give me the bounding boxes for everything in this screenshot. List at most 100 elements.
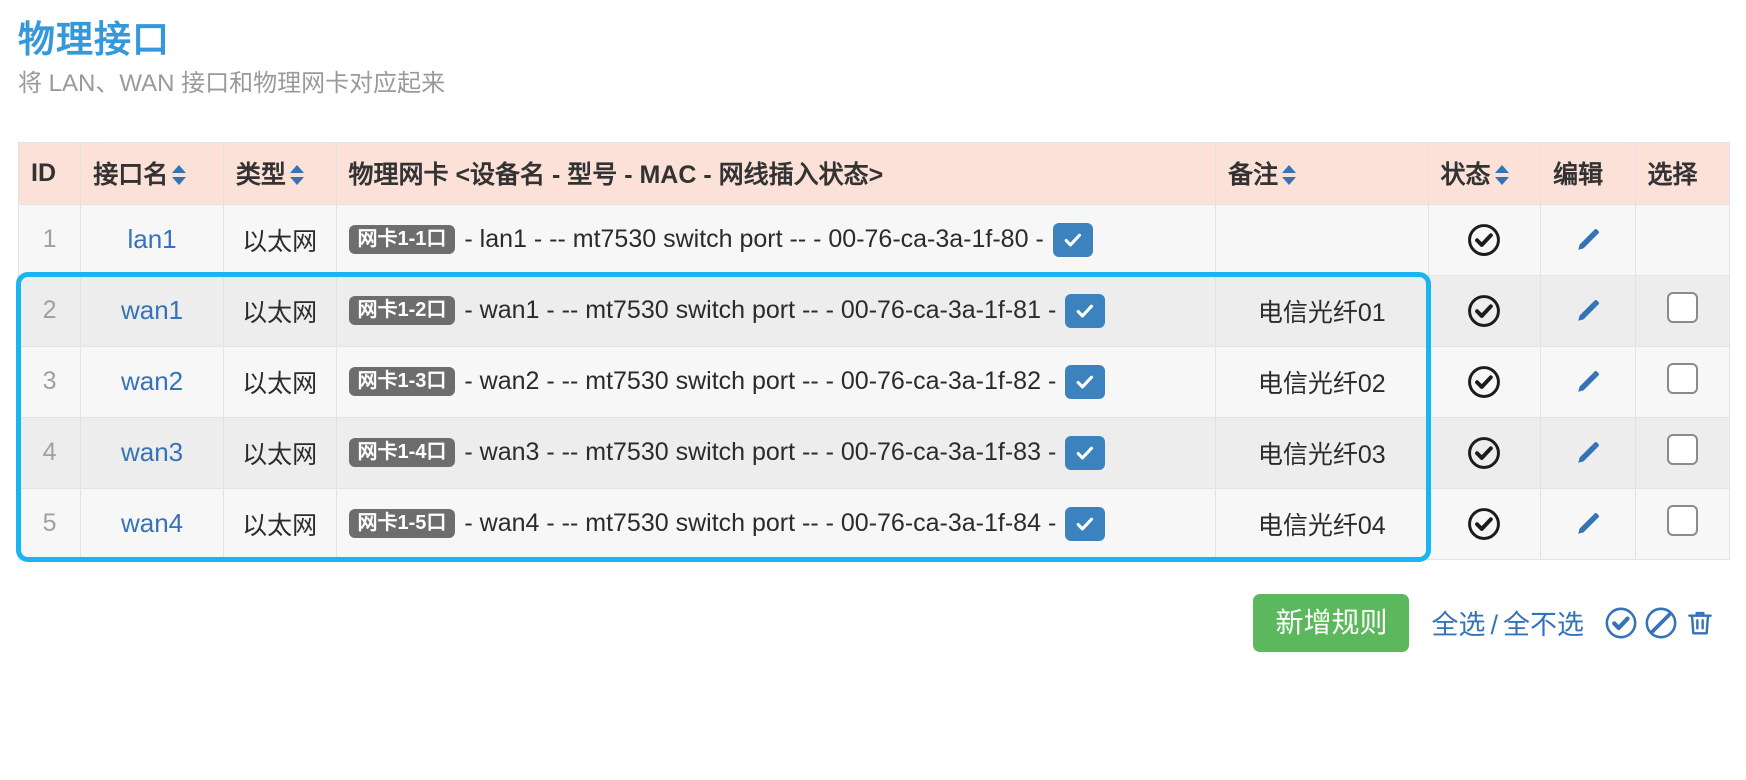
cell-interface-name: wan4: [80, 487, 224, 560]
selection-links: 全选/全不选: [1431, 603, 1584, 642]
edit-pencil-icon[interactable]: [1553, 438, 1622, 468]
select-none-link[interactable]: 全不选: [1503, 610, 1584, 641]
column-header-type-label: 类型: [235, 161, 286, 190]
column-header-remark[interactable]: 备注: [1215, 141, 1429, 205]
cable-plugged-checkbox[interactable]: [1065, 293, 1106, 328]
cable-plugged-checkbox[interactable]: [1052, 222, 1093, 257]
row-select-checkbox[interactable]: [1666, 362, 1698, 394]
row-select-checkbox[interactable]: [1666, 433, 1698, 465]
trash-icon[interactable]: [1684, 606, 1716, 640]
nic-description-text: - wan4 - -- mt7530 switch port -- - 00-7…: [464, 509, 1057, 538]
footer-action-icons: [1604, 606, 1716, 640]
interface-name-link[interactable]: wan1: [120, 295, 184, 326]
interface-name-link[interactable]: wan3: [120, 437, 184, 468]
nic-port-badge: 网卡1-3口: [348, 367, 456, 397]
cell-edit: [1540, 487, 1636, 560]
column-header-id-label: ID: [31, 158, 56, 187]
column-header-name-label: 接口名: [93, 161, 169, 190]
nic-description-text: - lan1 - -- mt7530 switch port -- - 00-7…: [464, 225, 1044, 254]
table-footer: 新增规则 全选/全不选: [16, 593, 1730, 652]
table-row: 4 wan3 以太网网卡1-4口 - wan3 - -- mt7530 switch …: [17, 416, 1731, 489]
edit-pencil-icon[interactable]: [1553, 509, 1622, 539]
cell-status: [1427, 203, 1542, 276]
cell-physical-nic: 网卡1-1口- lan1 - -- mt7530 switch port -- …: [335, 203, 1217, 276]
sort-arrows-icon[interactable]: [1494, 163, 1510, 187]
cell-interface-name: wan1: [80, 274, 224, 347]
selection-links-separator: /: [1490, 610, 1498, 641]
edit-pencil-icon[interactable]: [1553, 367, 1622, 397]
interface-name-link[interactable]: wan2: [120, 366, 184, 397]
edit-pencil-icon[interactable]: [1553, 225, 1622, 255]
status-enabled-icon[interactable]: [1441, 223, 1529, 257]
interface-name-link[interactable]: wan4: [120, 508, 184, 539]
cell-remark: [1215, 203, 1429, 276]
cell-interface-name: wan2: [80, 345, 224, 418]
column-header-nic-label: 物理网卡 <设备名 - 型号 - MAC - 网线插入状态>: [348, 161, 884, 190]
sort-arrows-icon[interactable]: [171, 163, 187, 187]
interface-table: ID 接口名 类型 物理网卡 <设备名 - 型号 - MAC - 网线插入状态>…: [17, 141, 1731, 560]
cell-select: [1634, 487, 1731, 560]
cell-edit: [1540, 203, 1636, 276]
cell-status: [1427, 487, 1542, 560]
nic-port-badge: 网卡1-2口: [348, 296, 456, 326]
status-enabled-icon[interactable]: [1441, 436, 1529, 470]
page-title: 物理接口: [18, 19, 170, 60]
cell-type: 以太网: [222, 203, 337, 276]
cable-plugged-checkbox[interactable]: [1065, 506, 1106, 541]
column-header-id: ID: [17, 141, 82, 205]
cable-plugged-checkbox[interactable]: [1065, 435, 1106, 470]
table-header: ID 接口名 类型 物理网卡 <设备名 - 型号 - MAC - 网线插入状态>…: [17, 141, 1731, 205]
row-select-checkbox[interactable]: [1666, 291, 1698, 323]
status-enabled-icon[interactable]: [1441, 294, 1529, 328]
sort-arrows-icon[interactable]: [1281, 163, 1297, 187]
cell-interface-name: wan3: [80, 416, 224, 489]
cell-edit: [1540, 274, 1636, 347]
cell-remark: 电信光纤03: [1215, 416, 1429, 489]
interface-name-link[interactable]: lan1: [127, 224, 177, 255]
cell-status: [1427, 274, 1542, 347]
column-header-name[interactable]: 接口名: [80, 141, 224, 205]
nic-description-text: - wan3 - -- mt7530 switch port -- - 00-7…: [464, 438, 1057, 467]
interface-table-wrap: ID 接口名 类型 物理网卡 <设备名 - 型号 - MAC - 网线插入状态>…: [15, 141, 1731, 563]
cable-plugged-checkbox[interactable]: [1065, 364, 1106, 399]
cell-edit: [1540, 345, 1636, 418]
nic-port-badge: 网卡1-4口: [348, 438, 456, 468]
row-select-checkbox[interactable]: [1666, 504, 1698, 536]
cell-id: 1: [17, 203, 82, 276]
cell-select: [1634, 274, 1731, 347]
add-rule-button[interactable]: 新增规则: [1253, 593, 1410, 652]
cell-physical-nic: 网卡1-4口 - wan3 - -- mt7530 switch port -- …: [335, 416, 1217, 489]
table-row: 2 wan1 以太网网卡1-2口 - wan1 - -- mt7530 switch …: [17, 274, 1731, 347]
cell-select: [1634, 416, 1731, 489]
cell-id: 4: [17, 416, 82, 489]
table-row: 1 lan1 以太网网卡1-1口- lan1 - -- mt7530 switch …: [17, 203, 1731, 276]
cell-interface-name: lan1: [80, 203, 224, 276]
cell-type: 以太网: [222, 487, 337, 560]
edit-pencil-icon[interactable]: [1553, 296, 1622, 326]
nic-description-text: - wan2 - -- mt7530 switch port -- - 00-7…: [464, 367, 1057, 396]
cell-id: 2: [17, 274, 82, 347]
cell-select: [1634, 345, 1731, 418]
nic-description-text: - wan1 - -- mt7530 switch port -- - 00-7…: [464, 296, 1057, 325]
column-header-status[interactable]: 状态: [1427, 141, 1542, 205]
cell-physical-nic: 网卡1-5口- wan4 - -- mt7530 switch port -- …: [335, 487, 1217, 560]
cell-type: 以太网: [222, 416, 337, 489]
status-enabled-icon[interactable]: [1441, 507, 1529, 541]
cell-type: 以太网: [222, 274, 337, 347]
cell-remark: 电信光纤02: [1215, 345, 1429, 418]
select-all-link[interactable]: 全选: [1431, 610, 1486, 641]
sort-arrows-icon[interactable]: [289, 163, 305, 187]
column-header-type[interactable]: 类型: [222, 141, 337, 205]
cell-type: 以太网: [222, 345, 337, 418]
status-enabled-icon[interactable]: [1441, 365, 1529, 399]
cell-edit: [1540, 416, 1636, 489]
cell-remark: 电信光纤04: [1215, 487, 1429, 560]
circle-check-icon[interactable]: [1604, 606, 1638, 640]
column-header-edit: 编辑: [1540, 141, 1636, 205]
column-header-status-label: 状态: [1440, 161, 1491, 190]
cell-remark: 电信光纤01: [1215, 274, 1429, 347]
circle-slash-icon[interactable]: [1644, 606, 1678, 640]
